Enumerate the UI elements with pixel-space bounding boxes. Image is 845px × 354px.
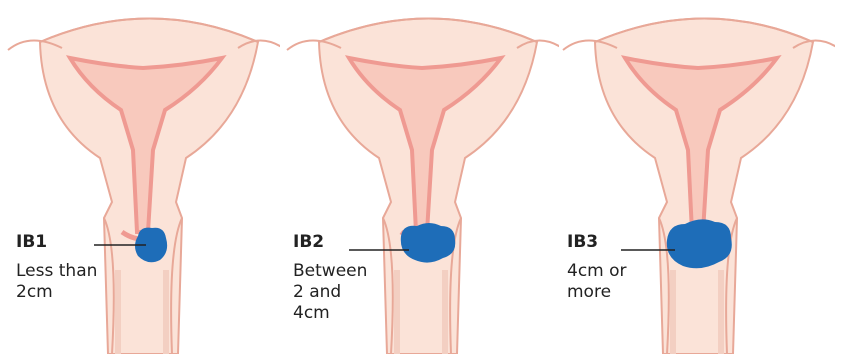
stage-description-ib1: Less than 2cm: [16, 261, 97, 303]
stage-label-ib2: IB2: [293, 232, 324, 252]
stage-label-ib3: IB3: [567, 232, 598, 252]
stage-description-ib3: 4cm or more: [567, 261, 627, 303]
stage-panel-ib2: IB2 Between 2 and 4cm: [279, 0, 559, 354]
stage-panel-ib1: IB1 Less than 2cm: [0, 0, 280, 354]
stage-panel-ib3: IB3 4cm or more: [555, 0, 835, 354]
stage-label-ib1: IB1: [16, 232, 47, 252]
stage-description-ib2: Between 2 and 4cm: [293, 261, 367, 324]
